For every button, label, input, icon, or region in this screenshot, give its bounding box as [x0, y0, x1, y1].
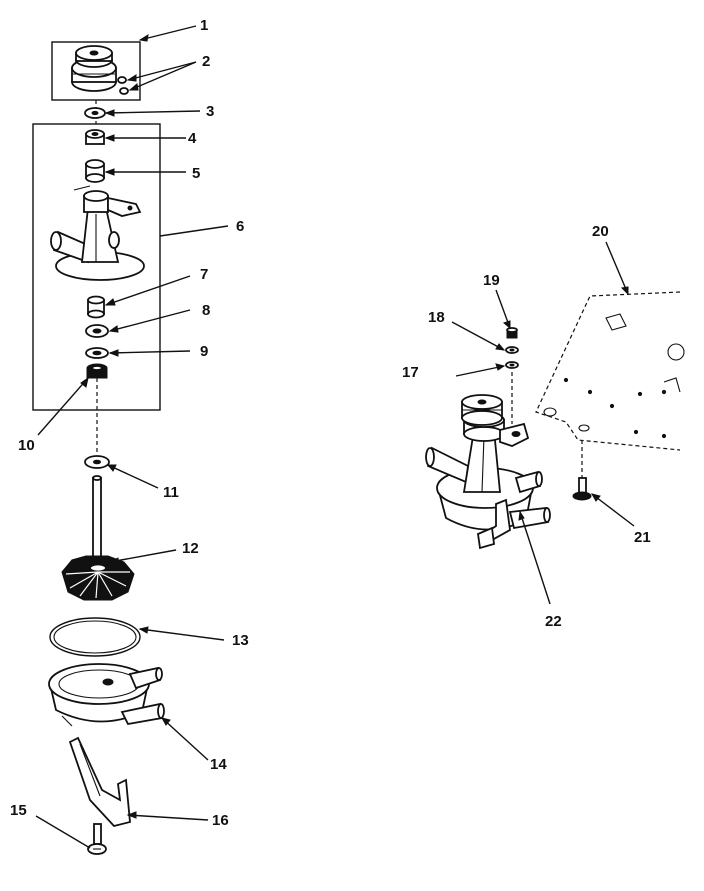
- washer-part-17: [505, 361, 519, 369]
- callout-8: 8: [202, 302, 210, 319]
- washer-part-8: [85, 324, 109, 338]
- washer-part-18: [505, 346, 519, 354]
- callout-17: 17: [402, 364, 419, 381]
- pulley-part: [71, 45, 117, 92]
- sleeve-part-5: [85, 159, 105, 183]
- callout-13: 13: [232, 632, 249, 649]
- strap-part-16: [68, 736, 131, 828]
- callout-12: 12: [182, 540, 199, 557]
- callout-14: 14: [210, 756, 227, 773]
- callout-3: 3: [206, 103, 214, 120]
- leader-lines: [35, 25, 635, 849]
- callout-19: 19: [483, 272, 500, 289]
- callout-1: 1: [200, 17, 208, 34]
- assembled-pump-part-22: [425, 394, 551, 550]
- screw-part-21: [572, 477, 592, 501]
- callout-11: 11: [163, 484, 179, 501]
- washer-part-9: [85, 347, 109, 359]
- washer-part-11: [84, 455, 110, 469]
- sleeve-part-7: [87, 295, 105, 319]
- nut-part-19: [506, 327, 518, 339]
- callout-16: 16: [212, 812, 229, 829]
- callout-15: 15: [10, 802, 27, 819]
- callout-4: 4: [188, 130, 197, 147]
- callout-2: 2: [202, 53, 210, 70]
- screw-part-15: [87, 823, 107, 855]
- callout-20: 20: [592, 223, 609, 240]
- callout-9: 9: [200, 343, 208, 360]
- seal-part-10: [86, 363, 108, 379]
- callout-10: 10: [18, 437, 35, 454]
- washer-part-3: [84, 107, 106, 119]
- pump-base-part-14: [48, 663, 165, 727]
- callout-18: 18: [428, 309, 445, 326]
- callout-22: 22: [545, 613, 562, 630]
- bushing-part-4: [85, 129, 105, 145]
- callout-5: 5: [192, 165, 200, 182]
- callout-21: 21: [634, 529, 651, 546]
- callout-6: 6: [236, 218, 244, 235]
- pump-cover-part-6: [50, 185, 145, 281]
- callout-7: 7: [200, 266, 208, 283]
- arrow-heads: [80, 33, 629, 819]
- gasket-part-13: [49, 617, 141, 657]
- set-screws-part: [117, 76, 129, 95]
- mounting-plate-part-20: [535, 291, 685, 451]
- impeller-part-12: [61, 475, 135, 601]
